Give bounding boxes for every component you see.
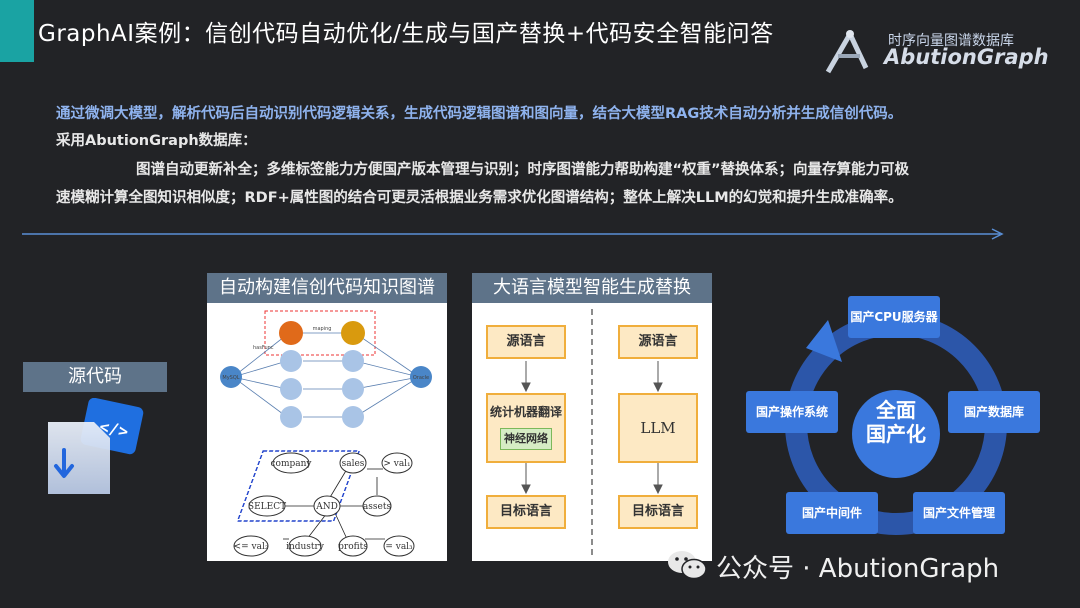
llm-panel-title: 大语言模型智能生成替换 bbox=[472, 273, 712, 303]
kg-node-val3: = val₃ bbox=[385, 542, 413, 552]
intro-line-2: 采用AbutionGraph数据库： bbox=[56, 133, 257, 149]
ring-item-database: 国产数据库 bbox=[948, 391, 1040, 433]
kg-node-company: company bbox=[270, 459, 312, 469]
kg-edge-hasfunc: hasFunc bbox=[253, 345, 274, 351]
ring-center-line-1: 全面 bbox=[876, 398, 916, 422]
watermark-text: 公众号 · AbutionGraph bbox=[716, 554, 1000, 584]
llm-left-source: 源语言 bbox=[486, 325, 566, 359]
kg-node-and: AND bbox=[315, 502, 338, 512]
kg-node-select: SELECT bbox=[248, 502, 286, 512]
divider-arrow bbox=[22, 228, 1004, 240]
llm-left-mt-label: 统计机器翻译 bbox=[489, 405, 562, 419]
llm-right-source: 源语言 bbox=[618, 325, 698, 359]
source-code-label: 源代码 bbox=[23, 362, 167, 392]
logo-subtitle: 时序向量图谱数据库 bbox=[888, 33, 1014, 49]
ring-item-os: 国产操作系统 bbox=[746, 391, 838, 433]
ring-item-cpu-server: 国产CPU服务器 bbox=[848, 296, 940, 338]
title-accent-bar bbox=[0, 0, 34, 62]
llm-panel-body: 源语言 统计机器翻译 神经网络 目标语言 源语言 LLM 目标语言 bbox=[472, 303, 712, 561]
kg-node-oracle: Oracle bbox=[413, 375, 429, 381]
ring-center-label: 全面 国产化 bbox=[852, 398, 940, 446]
kg-node-sales: sales bbox=[342, 459, 365, 469]
knowledge-graph-figure: MySQL Oracle maping hasFunc company sale… bbox=[220, 310, 432, 557]
kg-node-mysql: MySQL bbox=[222, 375, 239, 381]
intro-line-3: 图谱自动更新补全；多维标签能力方便国产版本管理与识别；时序图谱能力帮助构建“权重… bbox=[136, 162, 910, 178]
kg-edge-maping: maping bbox=[313, 326, 332, 332]
ring-center-line-2: 国产化 bbox=[866, 422, 926, 446]
kg-panel-body: MySQL Oracle maping hasFunc company sale… bbox=[207, 303, 447, 561]
wechat-icon bbox=[668, 551, 707, 580]
page-title: GraphAI案例：信创代码自动优化/生成与国产替换+代码安全智能问答 bbox=[38, 21, 774, 47]
intro-line-4: 速模糊计算全图知识相似度；RDF+属性图的结合可更灵活根据业务需求优化图谱结构；… bbox=[56, 190, 903, 206]
llm-flow-connectors bbox=[521, 309, 663, 555]
llm-left-target: 目标语言 bbox=[486, 495, 566, 529]
kg-node-val2: <= val₂ bbox=[234, 542, 269, 552]
kg-node-industry: industry bbox=[286, 542, 325, 552]
llm-right-llm: LLM bbox=[618, 393, 698, 463]
ring-item-middleware: 国产中间件 bbox=[786, 492, 878, 534]
kg-node-profits: profits bbox=[338, 542, 368, 552]
llm-left-mt-box: 统计机器翻译 神经网络 bbox=[486, 393, 566, 463]
kg-panel-title: 自动构建信创代码知识图谱 bbox=[207, 273, 447, 303]
ring-item-file-management: 国产文件管理 bbox=[913, 492, 1005, 534]
kg-node-val1: > val₁ bbox=[383, 459, 410, 469]
llm-left-nn-label: 神经网络 bbox=[500, 428, 552, 450]
kg-node-assets: assets bbox=[363, 502, 392, 512]
llm-right-target: 目标语言 bbox=[618, 495, 698, 529]
intro-line-1: 通过微调大模型，解析代码后自动识别代码逻辑关系，生成代码逻辑图谱和图向量，结合大… bbox=[56, 106, 903, 122]
source-code-icon: </> bbox=[48, 398, 144, 494]
logo-name: AbutionGraph bbox=[884, 45, 1049, 69]
abutiongraph-logo-icon bbox=[825, 30, 869, 74]
